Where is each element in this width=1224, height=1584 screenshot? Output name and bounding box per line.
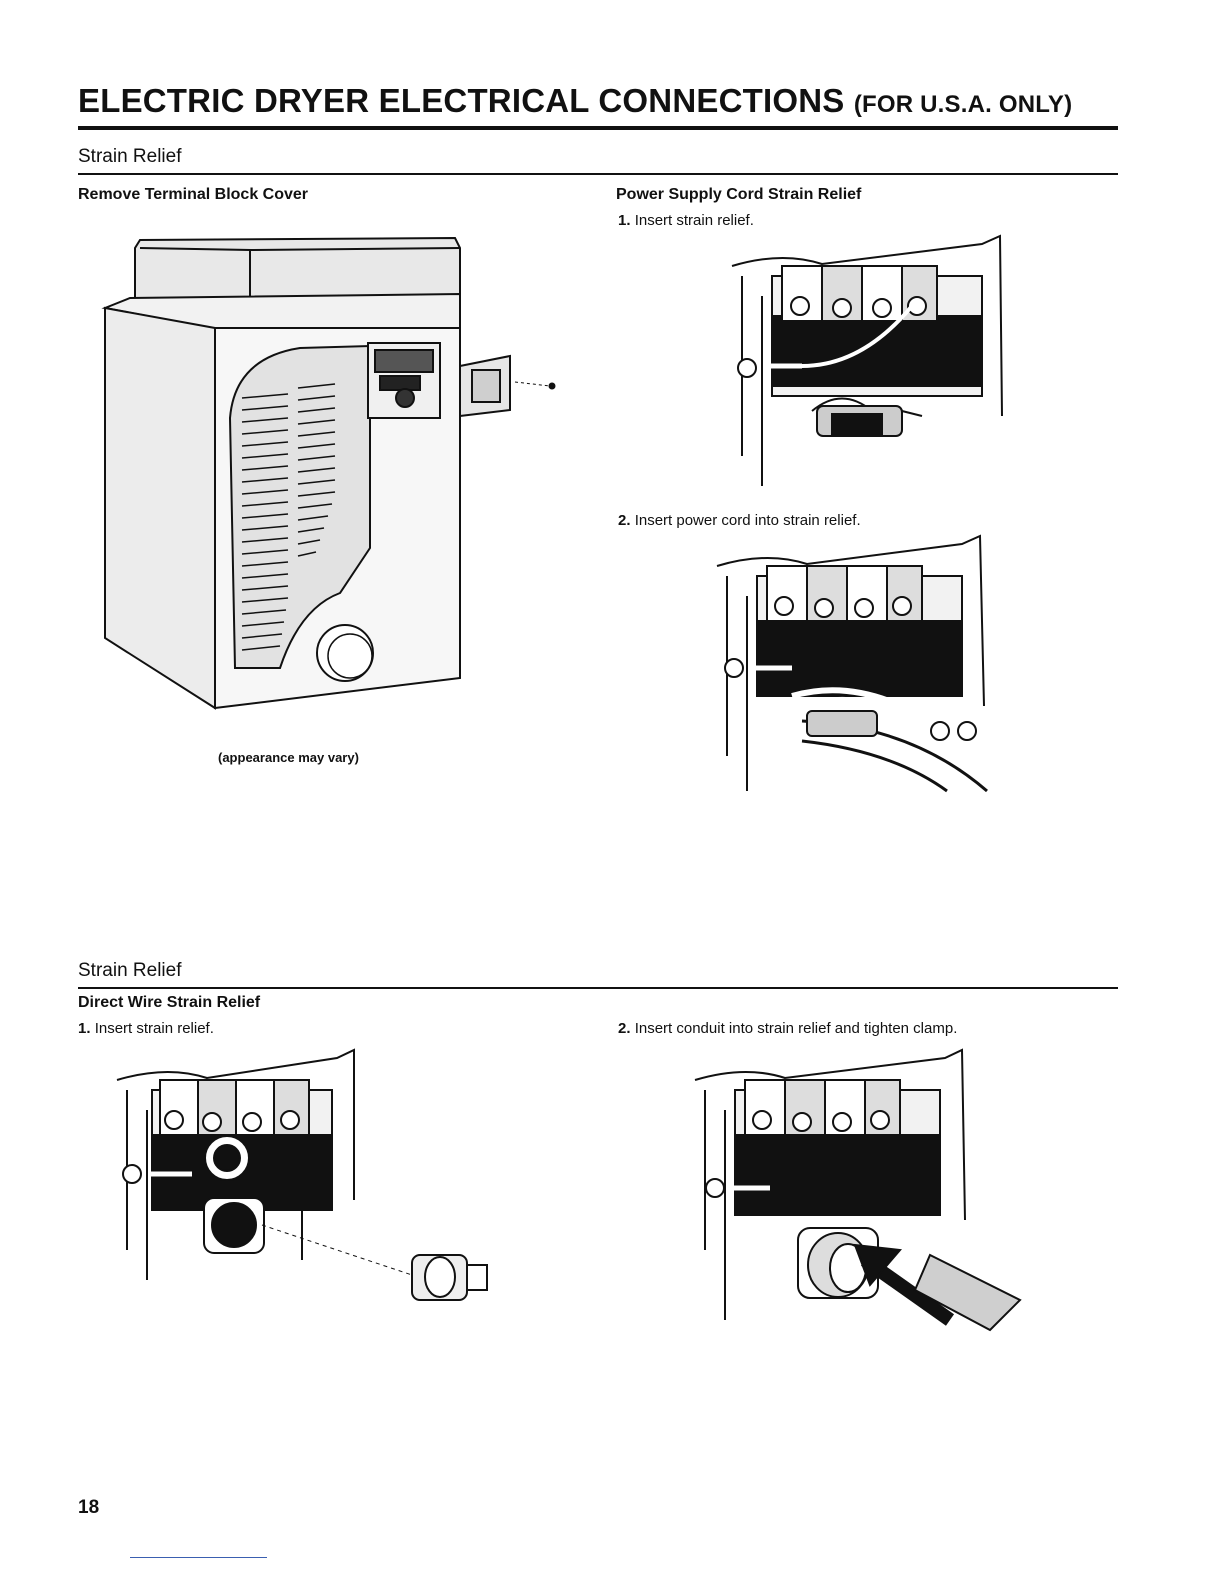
page-title: ELECTRIC DRYER ELECTRICAL CONNECTIONS (F… [78,82,1072,120]
section-rule-top [78,173,1118,175]
direct-wire-step-1: 1. Insert strain relief. [78,1020,214,1037]
footer-rule [130,1557,267,1558]
direct-wire-heading: Direct Wire Strain Relief [78,994,261,1011]
power-cord-step-2: 2. Insert power cord into strain relief. [618,512,861,529]
terminal-mount [771,315,983,387]
terminal-mount [756,620,963,697]
power-cord-heading: Power Supply Cord Strain Relief [616,186,862,203]
terminal-block [367,342,441,419]
section-title-bottom: Strain Relief [78,960,182,981]
knockout-hole [211,1202,257,1248]
power-cord-step-1: 1. Insert strain relief. [618,212,754,229]
terminal-cover [459,354,556,418]
page-title-main: ELECTRIC DRYER ELECTRICAL CONNECTIONS [78,82,845,119]
power-cord-illustration [716,534,988,793]
dryer-rear-illustration [101,236,556,710]
direct-wire-illustration-1 [116,1048,488,1301]
direct-wire-step-2: 2. Insert conduit into strain relief and… [618,1020,958,1037]
conduit [913,1253,1022,1332]
section-rule-bottom [78,987,1118,989]
vent-slots [241,383,336,651]
terminal-mount [734,1134,941,1216]
appearance-caption: (appearance may vary) [218,750,359,765]
remove-cover-heading: Remove Terminal Block Cover [78,186,309,203]
conduit-illustration [694,1048,1022,1332]
page-number: 18 [78,1497,100,1518]
strain-relief-illustration-1 [731,234,1003,486]
title-rule [78,126,1118,130]
section-title-top: Strain Relief [78,146,182,167]
page-title-sub: (FOR U.S.A. ONLY) [853,91,1073,118]
